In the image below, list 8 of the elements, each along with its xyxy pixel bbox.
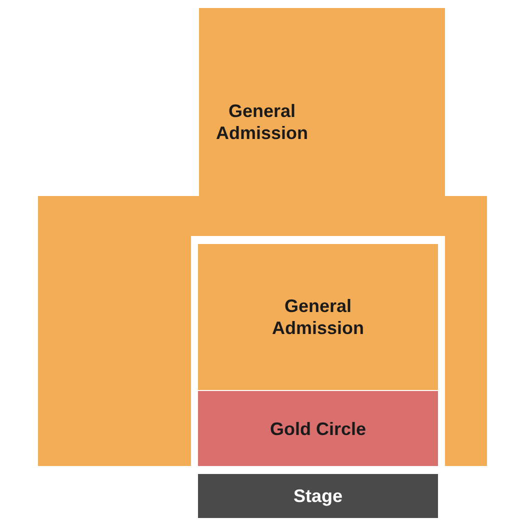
stage-area [198, 474, 438, 518]
seating-area [198, 244, 438, 390]
seating-area [38, 8, 487, 466]
section-label: Gold Circle [268, 418, 368, 440]
section-label: General Admission [214, 100, 309, 144]
seating-area [198, 391, 438, 466]
section-label: General Admission [270, 295, 365, 339]
section-label: Stage [292, 485, 344, 507]
